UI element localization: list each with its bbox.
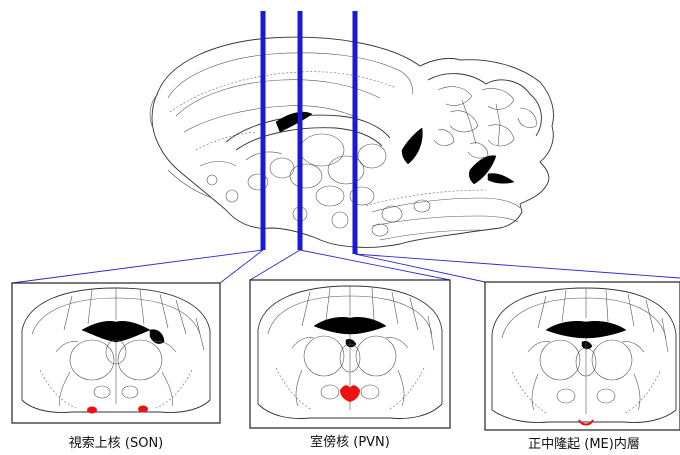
coronal-section-pvn [250, 280, 450, 428]
caption-pvn: 室傍核 (PVN) [310, 434, 390, 450]
son-nucleus-left [87, 407, 97, 414]
projection-lines [12, 250, 680, 283]
caption-son: 視索上核 (SON) [69, 436, 164, 451]
caption-me: 正中隆起 (ME)内層 [528, 436, 640, 452]
sagittal-brain [150, 37, 554, 247]
son-nucleus-right [138, 406, 148, 413]
coronal-section-me [485, 282, 680, 430]
cut-lines [263, 11, 355, 254]
coronal-section-son [12, 283, 220, 423]
